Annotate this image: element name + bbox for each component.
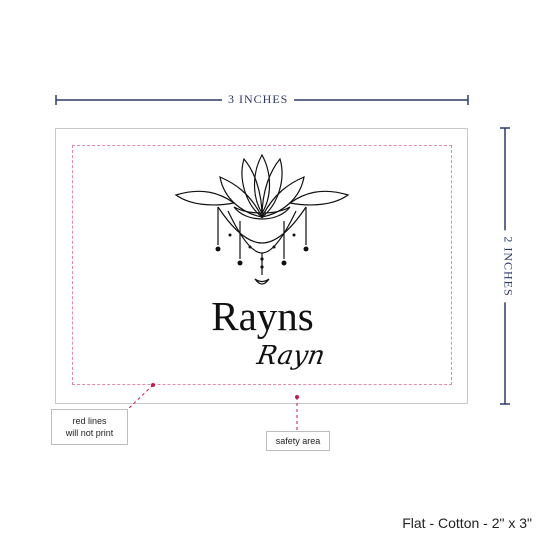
safety-area-callout: safety area <box>266 431 330 451</box>
lotus-icon <box>174 153 350 285</box>
card-preview: Rayns Rayn <box>55 128 468 404</box>
red-lines-text-1: red lines <box>72 416 107 426</box>
safety-area-outline <box>72 145 452 385</box>
width-label: 3 INCHES <box>222 92 295 107</box>
product-label: Flat - Cotton - 2" x 3" <box>402 515 532 531</box>
card-name: Rayns <box>211 293 314 339</box>
red-lines-text-2: will not print <box>65 428 114 438</box>
red-lines-callout: red lines will not print <box>51 409 128 445</box>
